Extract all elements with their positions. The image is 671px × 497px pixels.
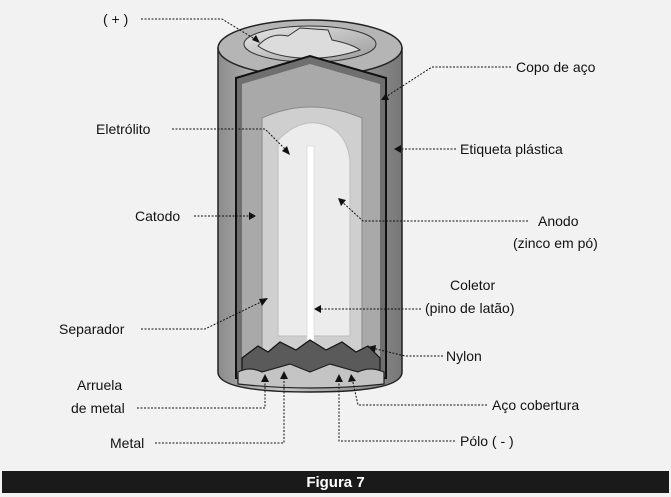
label-washer-line2: de metal — [71, 400, 125, 416]
label-cathode: Catodo — [135, 208, 180, 224]
positive-nub — [257, 27, 362, 59]
collector-pin — [306, 145, 315, 347]
label-anode-line2: (zinco em pó) — [513, 235, 598, 251]
label-collector-line1: Coletor — [450, 277, 495, 293]
figure-caption-bar: Figura 7 — [2, 471, 669, 493]
label-steel-cover: Aço cobertura — [492, 397, 579, 413]
label-metal: Metal — [110, 435, 144, 451]
label-electrolyte: Eletrólito — [96, 121, 151, 137]
label-negative-pole: Pólo ( - ) — [460, 433, 514, 449]
leader-lines — [137, 18, 528, 444]
figure-caption: Figura 7 — [306, 473, 365, 491]
label-plastic-label: Etiqueta plástica — [460, 141, 563, 157]
arrowheads — [249, 35, 401, 382]
label-steel-can: Copo de aço — [516, 59, 596, 75]
label-collector-line2: (pino de latão) — [425, 300, 515, 316]
labels: ( + ) Eletrólito Catodo Separador Arruel… — [59, 11, 598, 451]
label-washer-line1: Arruela — [77, 377, 122, 393]
label-separator: Separador — [59, 321, 125, 337]
label-anode-line1: Anodo — [538, 213, 579, 229]
label-positive-terminal: ( + ) — [103, 11, 128, 27]
battery-illustration — [217, 19, 403, 393]
bottom-cover — [237, 363, 385, 389]
label-nylon: Nylon — [446, 348, 482, 364]
nylon-seal — [241, 339, 381, 373]
